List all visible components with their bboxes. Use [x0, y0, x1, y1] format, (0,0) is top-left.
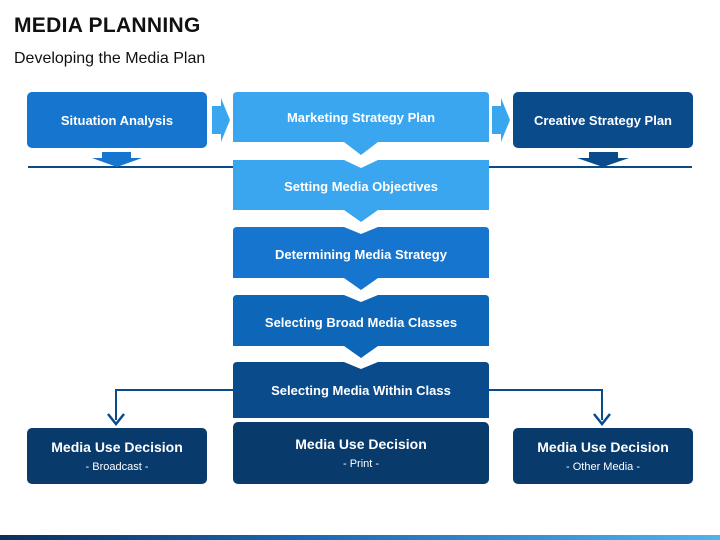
- decision-box-broadcast: [27, 428, 207, 484]
- step-determining-media-strategy: [233, 227, 489, 290]
- decision-other-media-detail: - Other Media -: [566, 461, 640, 473]
- step-label-3: Selecting Broad Media Classes: [264, 315, 458, 330]
- step-label-1: Setting Media Objectives: [284, 179, 438, 194]
- decision-box-print: [233, 422, 489, 484]
- step-setting-media-objectives: [233, 160, 489, 222]
- arrow-down-right-icon: [577, 152, 629, 167]
- creative-strategy-plan-label: Creative Strategy Plan: [533, 112, 672, 128]
- branch-line-left: [115, 389, 233, 420]
- arrow-right-1-icon: [212, 98, 230, 142]
- arrow-right-2-icon: [492, 98, 510, 142]
- decision-print: Media Use Decision - Print -: [233, 422, 489, 484]
- branch-line-right: [489, 389, 603, 420]
- step-label-4: Selecting Media Within Class: [271, 382, 451, 398]
- step-selecting-media-within-class: [233, 362, 489, 418]
- decision-broadcast-title: Media Use Decision: [51, 439, 183, 455]
- branch-arrow-right-icon: [593, 413, 611, 427]
- decision-other-media-title: Media Use Decision: [537, 439, 669, 455]
- box-situation-analysis: [27, 92, 207, 148]
- decision-broadcast: Media Use Decision - Broadcast -: [27, 428, 207, 484]
- page-subtitle: Developing the Media Plan: [14, 50, 206, 67]
- page-title: MEDIA PLANNING: [14, 14, 201, 37]
- decision-broadcast-detail: - Broadcast -: [85, 461, 149, 473]
- decision-other-media: Media Use Decision - Other Media -: [513, 428, 693, 484]
- marketing-strategy-plan-label: Marketing Strategy Plan: [286, 109, 436, 125]
- box-marketing-strategy-plan: [233, 92, 489, 155]
- decision-print-detail: - Print -: [342, 458, 380, 470]
- branch-arrow-left-icon: [107, 413, 125, 427]
- arrow-down-left-icon: [92, 152, 142, 167]
- footer-gradient-bar: [0, 535, 720, 540]
- situation-analysis-label: Situation Analysis: [60, 112, 174, 128]
- decision-box-other-media: [513, 428, 693, 484]
- step-label-2: Determining Media Strategy: [275, 247, 447, 262]
- step-selecting-broad-media-classes: [233, 295, 489, 358]
- decision-print-title: Media Use Decision: [295, 436, 427, 452]
- box-creative-strategy-plan: [513, 92, 693, 148]
